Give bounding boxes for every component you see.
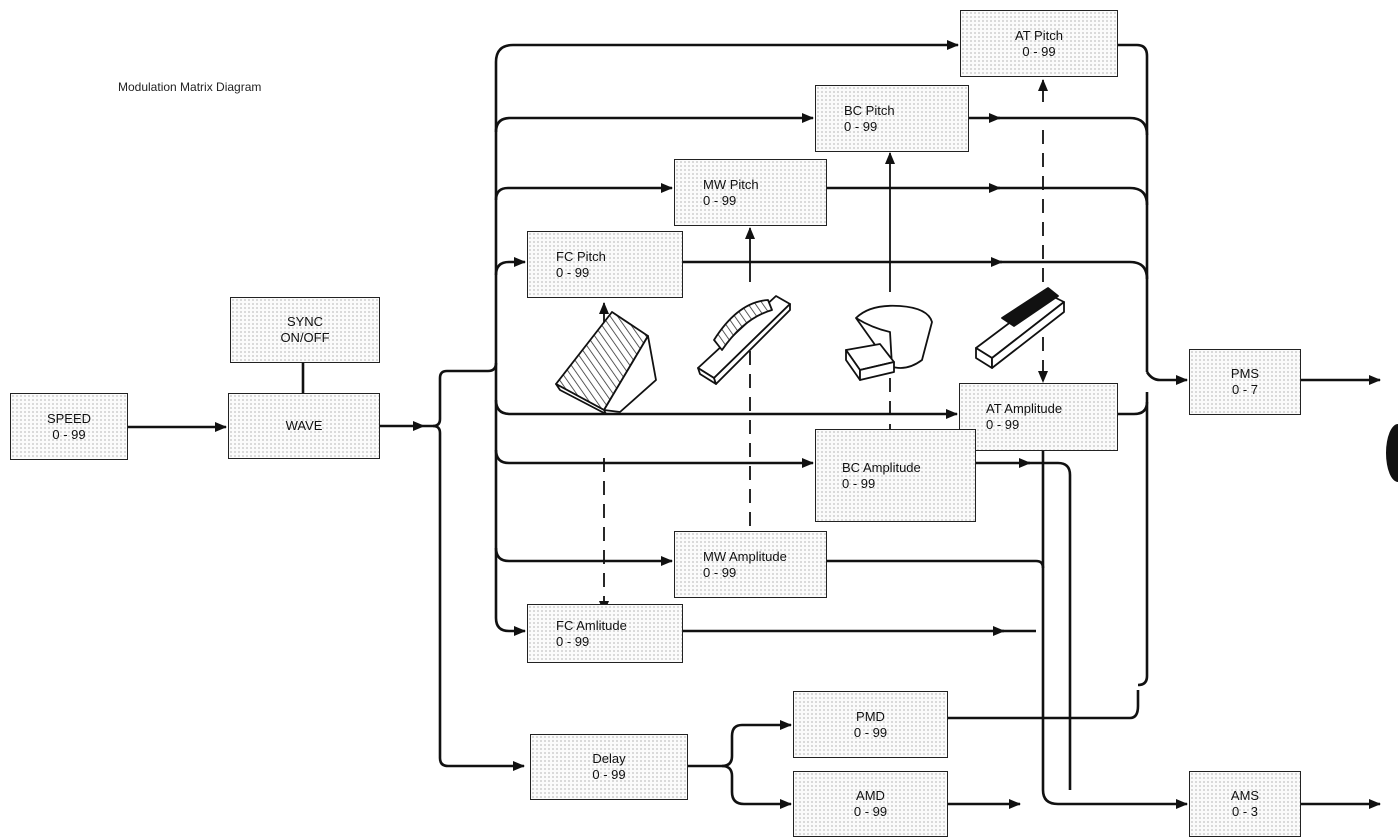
at-amplitude-node-name: AT Amplitude	[986, 401, 1063, 416]
mw-pitch-node-name: MW Pitch	[703, 176, 759, 192]
fc-pitch-node-name: FC Pitch	[556, 248, 606, 264]
pms-node: PMS 0 - 7	[1189, 349, 1301, 415]
aftertouch-key-icon	[975, 287, 1065, 369]
pmd-node-range: 0 - 99	[853, 724, 888, 740]
fc-amplitude-node-range: 0 - 99	[556, 633, 590, 649]
fc-pitch-node-range: 0 - 99	[556, 264, 590, 280]
amd-node-range: 0 - 99	[853, 804, 888, 819]
bc-pitch-node: BC Pitch 0 - 99	[815, 85, 969, 152]
at-amplitude-node: AT Amplitude 0 - 99	[959, 383, 1118, 451]
mw-amplitude-node-range: 0 - 99	[703, 564, 737, 580]
speed-node-range: 0 - 99	[52, 426, 86, 442]
pmd-node-name: PMD	[856, 708, 885, 724]
ams-node-name: AMS	[1230, 788, 1260, 803]
at-amplitude-node-range: 0 - 99	[986, 417, 1020, 432]
fc-pitch-node: FC Pitch 0 - 99	[527, 231, 683, 298]
ams-node: AMS 0 - 3	[1189, 771, 1301, 837]
mw-amplitude-node-name: MW Amplitude	[703, 548, 787, 564]
bc-amplitude-node-range: 0 - 99	[842, 475, 876, 491]
sync-node: SYNC ON/OFF	[230, 297, 380, 363]
fc-amplitude-node: FC Amlitude 0 - 99	[527, 604, 683, 663]
mw-pitch-node: MW Pitch 0 - 99	[674, 159, 827, 226]
at-pitch-node-range: 0 - 99	[1022, 43, 1056, 59]
mw-pitch-node-range: 0 - 99	[703, 192, 737, 208]
delay-node-name: Delay	[592, 751, 626, 766]
bc-amplitude-node: BC Amplitude 0 - 99	[815, 429, 976, 522]
modulation-wheel-icon	[697, 295, 791, 385]
speed-node-name: SPEED	[46, 410, 92, 426]
bc-pitch-node-name: BC Pitch	[844, 102, 895, 118]
speed-node: SPEED 0 - 99	[10, 393, 128, 460]
diagram-title: Modulation Matrix Diagram	[118, 80, 262, 94]
bc-amplitude-node-name: BC Amplitude	[842, 459, 921, 475]
delay-node-range: 0 - 99	[592, 767, 626, 782]
sync-node-range: ON/OFF	[280, 330, 330, 345]
foot-controller-icon	[555, 311, 657, 415]
amd-node: AMD 0 - 99	[793, 771, 948, 837]
bc-pitch-node-range: 0 - 99	[844, 118, 878, 134]
pmd-node: PMD 0 - 99	[793, 691, 948, 758]
wave-node-name: WAVE	[285, 418, 323, 433]
delay-node: Delay 0 - 99	[530, 734, 688, 800]
fc-amplitude-node-name: FC Amlitude	[556, 617, 627, 633]
amd-node-name: AMD	[856, 788, 885, 803]
pms-node-range: 0 - 7	[1231, 382, 1258, 397]
sync-node-name: SYNC	[286, 314, 324, 329]
punch-hole-mark	[1386, 424, 1398, 482]
pms-node-name: PMS	[1230, 366, 1260, 381]
at-pitch-node: AT Pitch 0 - 99	[960, 10, 1118, 77]
at-pitch-node-name: AT Pitch	[1015, 27, 1063, 43]
mw-amplitude-node: MW Amplitude 0 - 99	[674, 531, 827, 598]
breath-controller-icon	[845, 304, 933, 381]
ams-node-range: 0 - 3	[1231, 804, 1258, 819]
wave-node: WAVE	[228, 393, 380, 459]
